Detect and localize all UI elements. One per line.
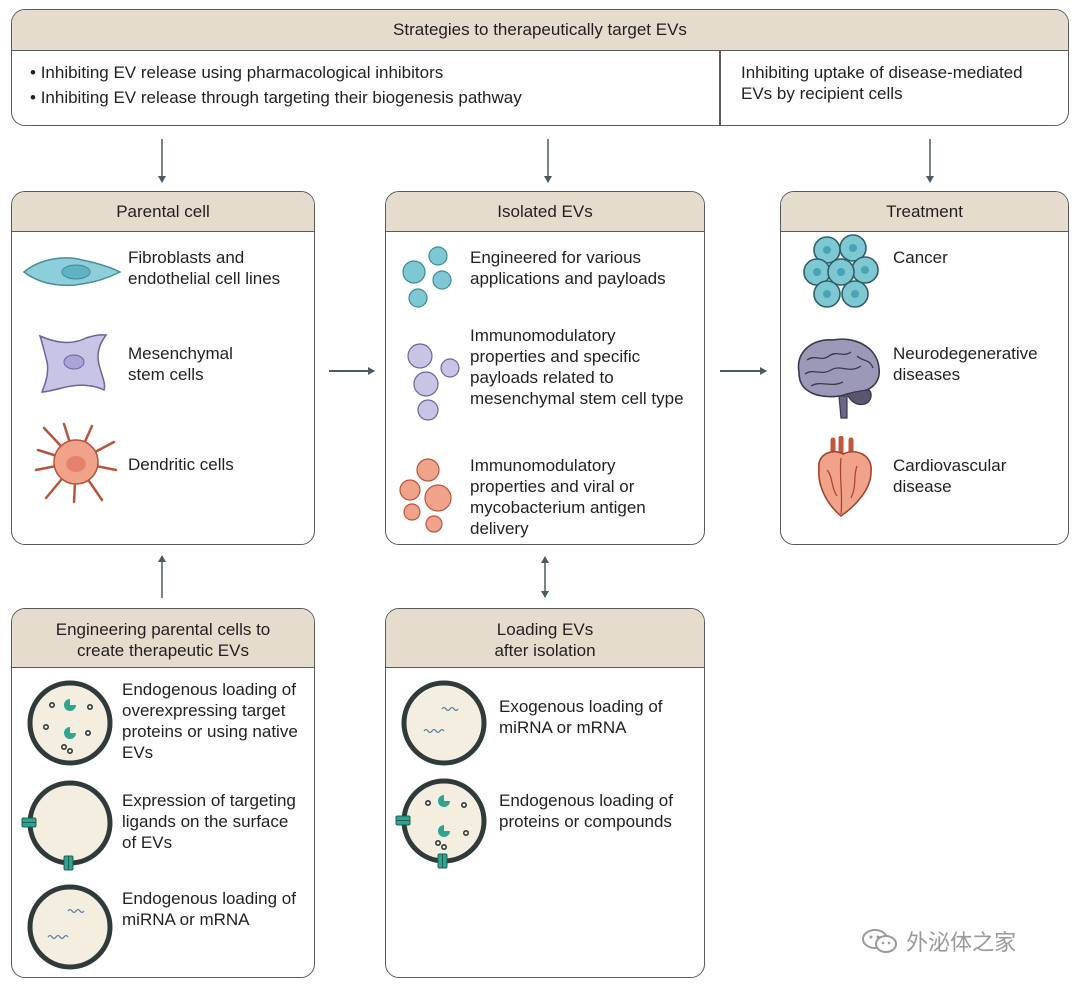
wechat-icon [862,929,897,953]
parental-cell-title: Parental cell [12,192,314,232]
parental-label-dendritic: Dendritic cells [128,455,234,474]
protein-loaded-ev-icon [27,680,113,766]
treatment-label-cardio: Cardiovascular disease [893,456,1007,496]
engineering-label-proteins: Endogenous loading of overexpressing tar… [122,680,298,762]
tumor-cells-icon [803,234,879,308]
teal-evs-icon [402,246,452,308]
engineering-title: Engineering parental cells to create the… [12,609,314,668]
rna-loaded-ev-icon [27,884,113,970]
watermark: 外泌体之家 [860,925,1016,957]
ligand-ev-icon [21,780,113,871]
watermark-text: 外泌体之家 [906,930,1017,955]
mesenchymal-cell-icon [38,334,108,393]
isolated-label-viral: Immunomodulatory properties and viral or… [470,456,646,538]
dendritic-cell-icon [34,422,118,504]
treatment-box: Treatment Cancer Neurodegenerative disea… [780,191,1069,545]
treatment-title: Treatment [781,192,1068,232]
fibroblast-cell-icon [22,257,122,287]
engineering-box: Engineering parental cells to create the… [11,608,315,978]
strategy-bullet-2: • Inhibiting EV release through targetin… [30,88,522,107]
strategies-divider [719,51,721,125]
lavender-evs-icon [407,343,460,421]
treatment-label-neuro: Neurodegenerative diseases [893,344,1038,384]
strategy-uptake: Inhibiting uptake of disease-mediated EV… [741,63,1023,103]
strategy-bullet-1: • Inhibiting EV release using pharmacolo… [30,63,444,82]
loading-label-rna: Exogenous loading of miRNA or mRNA [499,697,663,737]
rna-loaded-ev-icon [401,680,487,766]
isolated-label-mesenchymal: Immunomodulatory properties and specific… [470,326,684,408]
salmon-evs-icon [399,458,452,533]
isolated-evs-box: Isolated EVs Engineered for various appl… [385,191,705,545]
loading-box: Loading EVs after isolation Exogenous lo… [385,608,705,978]
heart-icon [818,436,872,518]
parental-cell-box: Parental cell Fibroblasts and endothelia… [11,191,315,545]
brain-icon [797,338,880,419]
engineering-label-rna: Endogenous loading of miRNA or mRNA [122,889,296,929]
parental-label-fibroblast: Fibroblasts and endothelial cell lines [128,248,281,288]
strategies-box: Strategies to therapeutically target EVs… [11,9,1069,126]
isolated-label-engineered: Engineered for various applications and … [470,248,666,288]
isolated-evs-title: Isolated EVs [386,192,704,232]
treatment-label-cancer: Cancer [893,248,948,267]
engineering-label-ligands: Expression of targeting ligands on the s… [122,791,296,852]
loading-title: Loading EVs after isolation [386,609,704,668]
loading-label-proteins: Endogenous loading of proteins or compou… [499,791,673,831]
strategies-title: Strategies to therapeutically target EVs [12,10,1068,51]
protein-ligand-ev-icon [395,778,487,869]
parental-label-mesenchymal: Mesenchymal stem cells [128,344,233,384]
